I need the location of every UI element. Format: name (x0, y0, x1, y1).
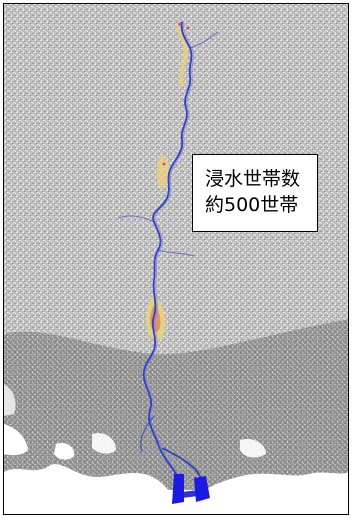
callout-value: 約500世帯 (205, 194, 299, 216)
flood-point-upper-1 (178, 22, 182, 26)
coastal-flats-east (240, 438, 266, 458)
tributary-east (157, 249, 195, 257)
sea-inlet-bay (54, 442, 75, 460)
flood-mouth-bridge (182, 490, 198, 498)
map-frame: 浸水世帯数 約500世帯 (3, 3, 349, 515)
river-channel-shadow (145, 21, 194, 503)
flood-extent-middle (156, 154, 170, 188)
tributary-north (189, 31, 219, 49)
flood-extent-upper (175, 26, 189, 86)
sea-inlet-west (4, 424, 28, 456)
flood-map (4, 4, 348, 514)
flood-mouth-west (172, 474, 184, 504)
river-branch-west (140, 415, 155, 453)
west-hill-clearing (4, 384, 16, 416)
callout-title: 浸水世帯数 (205, 168, 301, 190)
flood-point-upper-2 (186, 26, 190, 30)
urban-area (4, 319, 348, 514)
flood-point-middle (162, 162, 166, 166)
coastal-flats (92, 432, 116, 454)
flood-households-callout: 浸水世帯数 約500世帯 (192, 154, 318, 232)
sea-area (4, 464, 348, 514)
tributary-west (117, 215, 155, 223)
river-channel (142, 21, 193, 503)
